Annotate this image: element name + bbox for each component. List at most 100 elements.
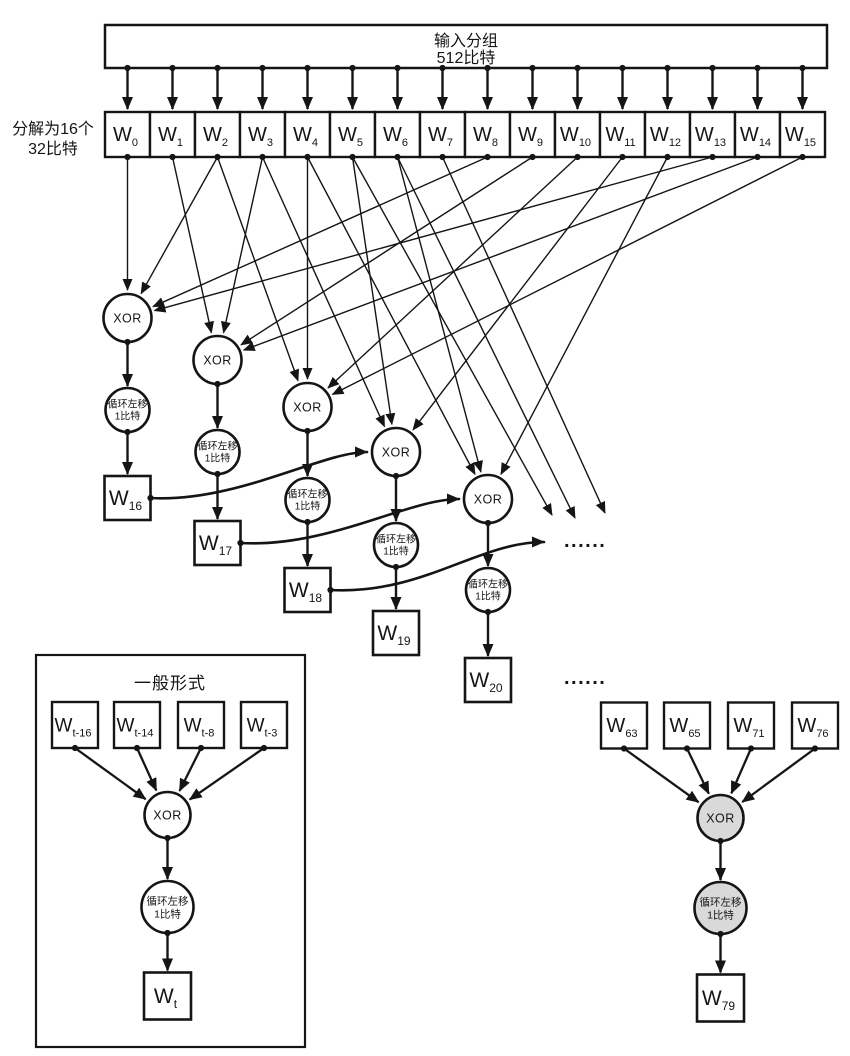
general-form-frame (34, 653, 307, 1049)
fan-arrow-w5-future (351, 156, 553, 516)
w0-out-dot (124, 153, 131, 161)
w-79-box (695, 973, 746, 1023)
w-7-label-base: W (428, 124, 447, 146)
w-13-label: W13 (695, 124, 726, 149)
w-8-label-sub: 8 (492, 137, 498, 149)
w2-out-dot (214, 153, 221, 161)
w9-out-dot (529, 153, 536, 161)
w-t-8-label: Wt-8 (184, 715, 215, 739)
w-18-label-base: W (289, 579, 309, 602)
w-12-box (643, 110, 692, 159)
w-18-label-sub: 18 (309, 591, 323, 605)
fan-arrow-w6-future (396, 156, 576, 519)
w-8-label-base: W (473, 124, 492, 146)
xor-5-label: XOR (474, 493, 503, 507)
w-65-label-sub: 65 (688, 728, 700, 740)
w-71-label-sub: 71 (752, 728, 764, 740)
w-19-box (371, 609, 421, 657)
rotate-final-label-line2: 1比特 (707, 909, 734, 922)
w-0-label: W0 (113, 124, 138, 149)
w-13-label-base: W (695, 124, 714, 146)
w-1-label-base: W (158, 124, 177, 146)
w-t-3-box (239, 700, 289, 750)
w-2-label: W2 (203, 124, 228, 149)
w-t-16-label-base: W (55, 715, 73, 736)
w-63-label: W63 (606, 715, 637, 740)
w15-out-dot (799, 153, 806, 161)
w-15-label-sub: 15 (804, 137, 816, 149)
w-4-box (283, 110, 332, 159)
rotate-general-label-line1: 循环左移 (147, 895, 189, 908)
fe-arrow-w-71-xor (730, 748, 753, 795)
w-t-16-label-sub: t-16 (72, 727, 91, 739)
w-t-label-base: W (154, 985, 174, 1008)
fe-arrow-w-76-xor (741, 747, 816, 803)
fan-arrow-w9-xor2 (240, 156, 533, 346)
w-14-label-sub: 14 (759, 137, 771, 149)
fan-arrow-w15-xor3 (331, 156, 803, 396)
w-15-label: W15 (785, 124, 816, 149)
fan-arrow-w8-xor1 (152, 156, 488, 308)
w-t-14-label-sub: t-14 (134, 727, 153, 739)
w-t-3-label: Wt-3 (247, 715, 278, 739)
w-63-label-base: W (606, 715, 625, 737)
w-t-3-label-base: W (247, 715, 265, 736)
fan-arrow-w2-xor1 (140, 156, 219, 295)
w-t-8-label-base: W (184, 715, 202, 736)
input-block-label-line2: 512比特 (437, 49, 496, 67)
w-10-label: W10 (560, 124, 591, 149)
feedback-curves-layer (149, 446, 546, 592)
w-6-label-sub: 6 (402, 137, 408, 149)
fe-arrow-w-63-xor (623, 747, 700, 804)
w-12-label-base: W (650, 124, 669, 146)
w-7-label: W7 (428, 124, 453, 149)
rotate-1-label-line1: 循环左移 (108, 398, 148, 411)
rotate-2-label-line1: 循环左移 (198, 440, 238, 453)
w1-out-dot (169, 153, 176, 161)
w-6-label: W6 (383, 124, 408, 149)
arrows-layer (71, 64, 819, 974)
w-5-label-base: W (338, 124, 357, 146)
w-14-label-base: W (740, 124, 759, 146)
w-11-label: W11 (605, 124, 635, 149)
w-19-label-sub: 19 (397, 634, 411, 648)
w-t-label-sub: t (174, 997, 178, 1011)
fan-arrow-w4-xor5 (306, 156, 476, 476)
w-63-label-sub: 63 (625, 728, 637, 740)
w11-out-dot (619, 153, 626, 161)
rotate-3-label-line2: 1比特 (295, 501, 321, 513)
w-19-label: W19 (377, 622, 411, 648)
w-12-label: W12 (650, 124, 681, 149)
w-10-box (553, 110, 602, 159)
w-13-box (688, 110, 737, 159)
w-17-box (193, 519, 242, 567)
gf-arrow-w-t-16-xor (74, 747, 147, 801)
w-t-label: Wt (154, 985, 178, 1011)
w-14-label: W14 (740, 124, 771, 149)
w-t-box (142, 971, 193, 1021)
w12-out-dot (664, 153, 671, 161)
feedback-curve-w17-xor5-start-dot (237, 539, 244, 547)
w-19-label-base: W (377, 622, 397, 645)
w-1-label-sub: 1 (177, 137, 183, 149)
w-11-label-sub: 11 (624, 137, 635, 149)
w3-out-dot (259, 153, 266, 161)
w-6-box (373, 110, 422, 159)
w-20-label: W20 (469, 669, 503, 695)
w13-out-dot (709, 153, 716, 161)
rotate-5-label-line2: 1比特 (475, 591, 501, 603)
gf-arrow-w-t-14-xor (135, 747, 158, 792)
w-8-label: W8 (473, 124, 498, 149)
w-16-label: W16 (109, 487, 143, 513)
w-4-label-sub: 4 (312, 137, 318, 149)
w-10-label-base: W (560, 124, 579, 146)
input-block-label-line1: 输入分组 (434, 32, 498, 50)
w-2-label-base: W (203, 124, 222, 146)
w-5-label: W5 (338, 124, 363, 149)
w-20-label-sub: 20 (489, 681, 503, 695)
w-11-label-base: W (605, 124, 624, 146)
w-4-label: W4 (293, 124, 318, 149)
w-15-label-base: W (785, 124, 804, 146)
w-4-label-base: W (293, 124, 312, 146)
